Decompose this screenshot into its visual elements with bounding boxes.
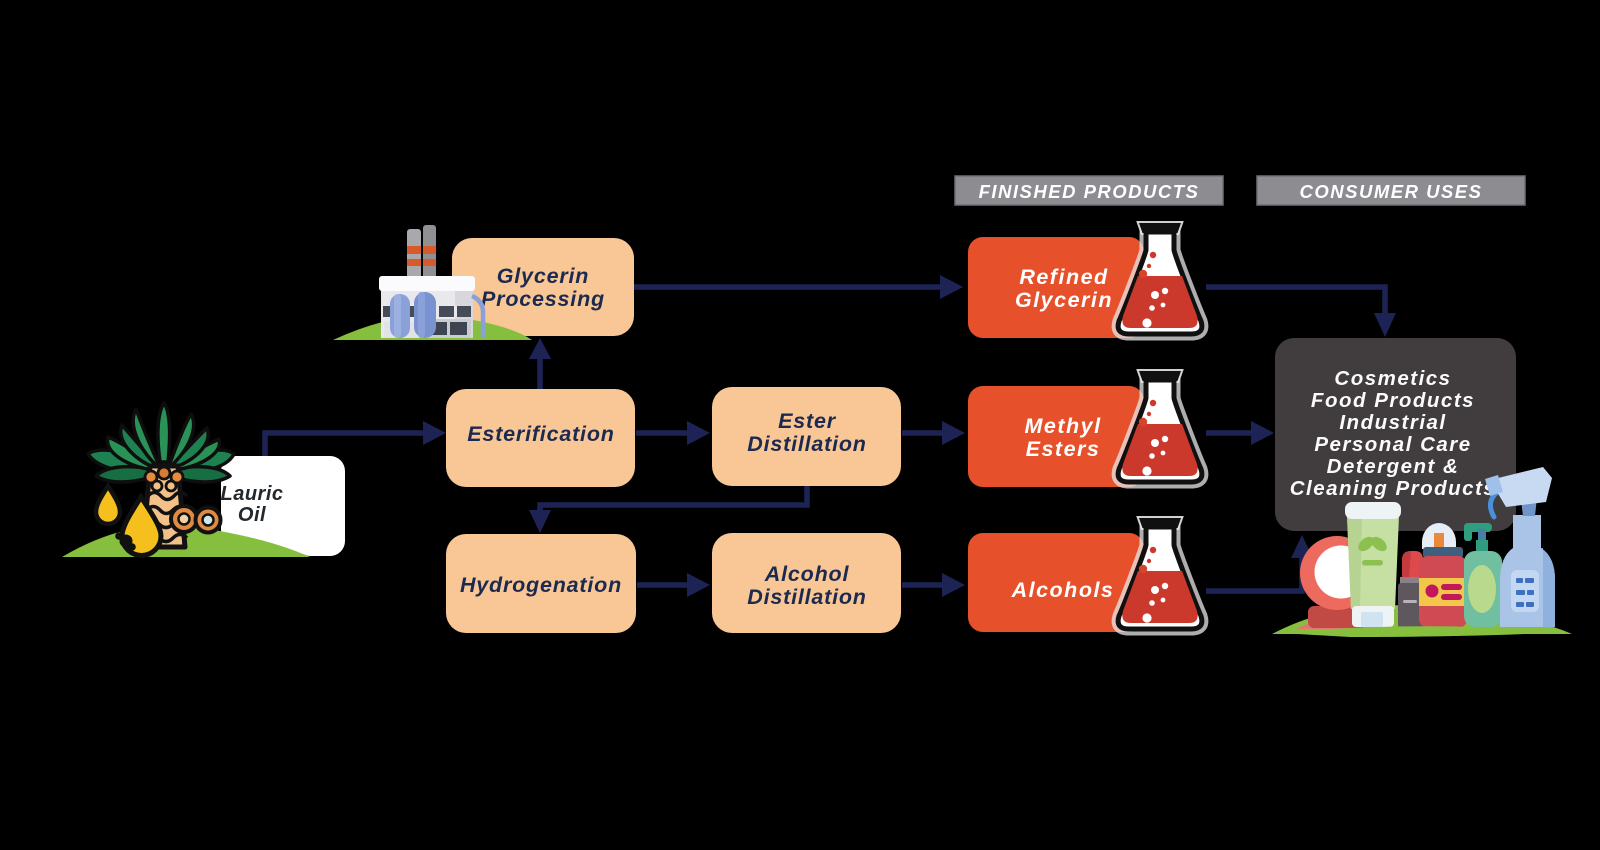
svg-text:CONSUMER USES: CONSUMER USES [1300, 181, 1483, 202]
svg-text:Detergent &: Detergent & [1327, 455, 1460, 478]
svg-text:Oil: Oil [238, 504, 266, 526]
svg-text:Cleaning Products: Cleaning Products [1290, 477, 1497, 500]
svg-text:Glycerin: Glycerin [1015, 288, 1113, 312]
svg-text:Food Products: Food Products [1311, 389, 1475, 412]
svg-text:Processing: Processing [481, 287, 605, 311]
svg-text:Refined: Refined [1019, 265, 1108, 289]
svg-text:Methyl: Methyl [1024, 414, 1101, 438]
svg-text:Alcohols: Alcohols [1011, 578, 1115, 602]
svg-text:Esterification: Esterification [467, 422, 614, 446]
svg-text:Personal Care: Personal Care [1314, 433, 1471, 456]
svg-text:Esters: Esters [1026, 437, 1101, 461]
svg-text:Lauric: Lauric [220, 483, 283, 505]
svg-text:Cosmetics: Cosmetics [1334, 367, 1451, 390]
svg-text:Hydrogenation: Hydrogenation [460, 573, 622, 597]
svg-text:FINISHED PRODUCTS: FINISHED PRODUCTS [979, 181, 1200, 202]
svg-text:Industrial: Industrial [1339, 411, 1446, 434]
svg-text:Alcohol: Alcohol [764, 562, 850, 586]
svg-text:Ester: Ester [778, 409, 837, 433]
svg-text:Distillation: Distillation [747, 585, 867, 609]
svg-text:Distillation: Distillation [747, 432, 867, 456]
svg-text:Glycerin: Glycerin [497, 264, 589, 288]
